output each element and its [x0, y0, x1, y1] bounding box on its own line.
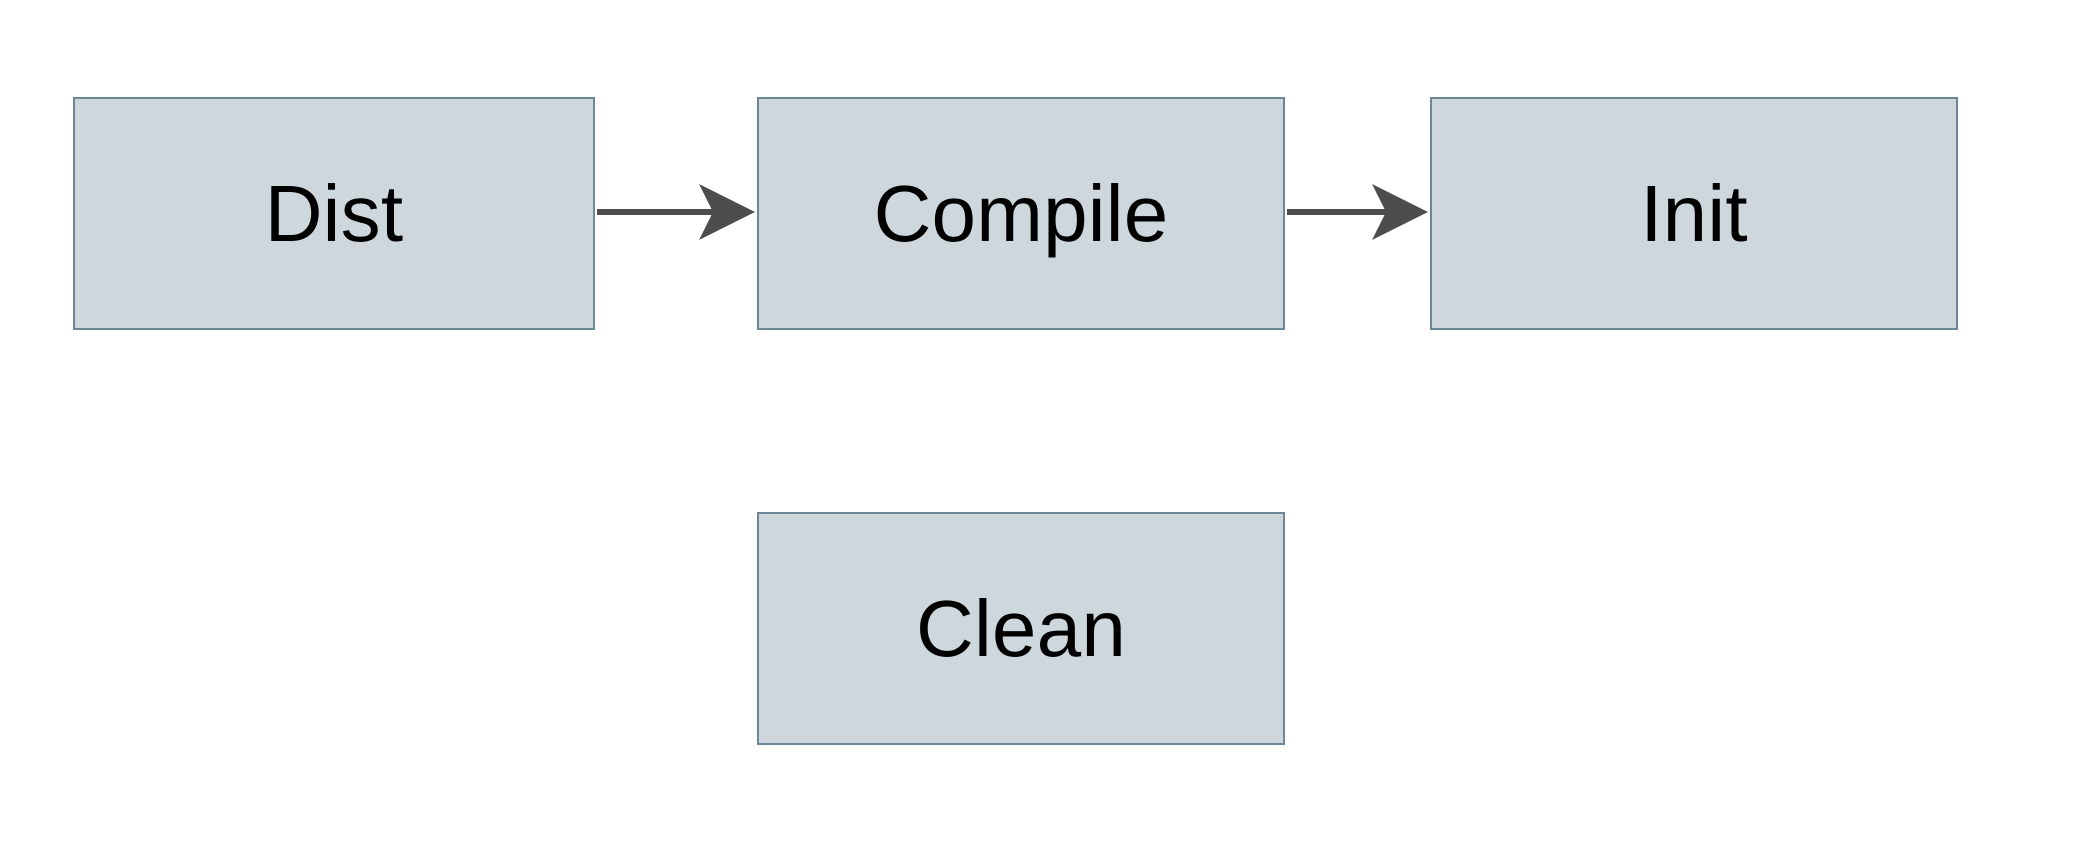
node-clean[interactable]: Clean [757, 512, 1285, 745]
edge-compile-init-arrowhead-icon [1372, 184, 1428, 240]
edge-dist-compile[interactable] [597, 184, 755, 240]
node-init[interactable]: Init [1430, 97, 1958, 330]
node-dist[interactable]: Dist [73, 97, 595, 330]
edge-dist-compile-arrowhead-icon [699, 184, 755, 240]
node-clean-label: Clean [915, 583, 1127, 673]
edge-compile-init[interactable] [1287, 184, 1428, 240]
node-compile-label: Compile [873, 168, 1169, 258]
node-init-label: Init [1640, 168, 1748, 258]
node-dist-label: Dist [264, 168, 404, 258]
node-compile[interactable]: Compile [757, 97, 1285, 330]
